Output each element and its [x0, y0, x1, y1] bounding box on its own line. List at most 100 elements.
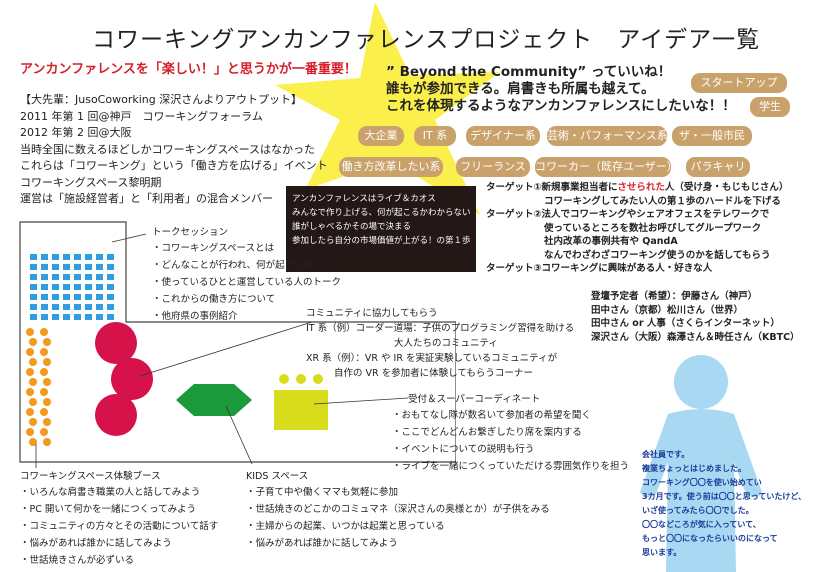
info-line: 当時全国に数えるほどしかコワーキングスペースはなかった: [20, 142, 316, 156]
reception-heading: 受付＆スーパーコーディネート: [408, 394, 541, 405]
booth-dot: [43, 378, 51, 386]
booth-dot: [29, 438, 37, 446]
booth-dot: [29, 398, 37, 406]
beyond-community-message: ” Beyond the Community” っていいね！ 誰もが参加できる。…: [386, 64, 736, 115]
persona-line: コワーキング〇〇を使い始めてい: [642, 478, 762, 487]
seat: [74, 314, 81, 320]
seat: [107, 314, 114, 320]
seat: [85, 254, 92, 260]
booth-dot: [26, 328, 34, 336]
persona-line: 思います。: [642, 548, 682, 557]
persona-line: 3カ月です。使う前は〇〇と思っていたけど、: [642, 492, 806, 501]
person-head: [674, 355, 728, 409]
booth-dot: [26, 428, 34, 436]
seat: [41, 254, 48, 260]
info-line: これらは「コワーキング」という「働き方を広げる」イベント: [20, 159, 328, 172]
booth-dots: [26, 328, 51, 446]
seat: [41, 314, 48, 320]
seat: [30, 264, 37, 270]
target-3: ターゲット③コワーキングに興味がある人・好きな人: [486, 263, 713, 274]
seat: [63, 274, 70, 280]
tag-workstyle-reform: 働き方改革したい系: [339, 157, 443, 177]
info-line: 【大先輩：JusoCoworking 深沢さんよりアウトプット】: [20, 93, 302, 106]
seat: [41, 304, 48, 310]
tag-startup: スタートアップ: [691, 73, 787, 93]
booth-dot: [40, 348, 48, 356]
seat: [63, 254, 70, 260]
seat: [41, 294, 48, 300]
kids-item: ・主婦からの起業、いつかは起業と思っている: [246, 521, 445, 532]
targets-list: ターゲット①新規事業担当者にさせられた人（受け身・もじもじさん） コワーキングし…: [486, 181, 788, 276]
seat: [96, 294, 103, 300]
background-info: 【大先輩：JusoCoworking 深沢さんよりアウトプット】 2011 年第…: [20, 92, 328, 208]
persona-line: もっと〇〇になったらいいのになって: [642, 534, 778, 543]
target-2-detail: 社内改革の事例共有や QandA: [544, 236, 678, 247]
booth-dot: [40, 388, 48, 396]
info-line: 運営は「施設経営者」と「利用者」の混合メンバー: [20, 192, 273, 205]
booth-dot: [40, 408, 48, 416]
booth-dot: [29, 418, 37, 426]
seat: [85, 304, 92, 310]
seat: [96, 264, 103, 270]
community-line: XR 系（例）：VR や IR を実証実験しているコミュニティが: [306, 353, 558, 364]
seat: [30, 304, 37, 310]
booth-tables: [95, 322, 153, 436]
booth-dot: [29, 378, 37, 386]
seat: [52, 264, 59, 270]
seat: [96, 254, 103, 260]
seat: [30, 314, 37, 320]
booth-item: ・世話焼きさんが必ずいる: [20, 555, 135, 566]
talk-item: ・これからの働き方について: [152, 294, 276, 305]
seat: [30, 254, 37, 260]
seat: [85, 284, 92, 290]
persona-line: いざ使ってみたら〇〇でした。: [642, 506, 754, 515]
seat: [85, 274, 92, 280]
leader-lines: [35, 233, 409, 468]
reception-area: [274, 374, 328, 430]
booth-item: ・いろんな肩書き職業の人と話してみよう: [20, 487, 201, 498]
seat: [52, 284, 59, 290]
talk-seats: [30, 254, 114, 320]
booth-dot: [29, 358, 37, 366]
tag-designer: デザイナー系: [466, 126, 540, 146]
community-line: 自作の VR を参加者に体験してもらうコーナー: [334, 368, 533, 379]
tag-student: 学生: [750, 97, 790, 117]
seat: [30, 294, 37, 300]
seat: [74, 304, 81, 310]
seat: [96, 284, 103, 290]
persona-line: 複業ちょっとはじめました。: [642, 464, 746, 473]
seat: [85, 314, 92, 320]
tag-general-public: ザ・一般市民: [672, 126, 752, 146]
beyond-line: これを体現するようなアンカンファレンスにしたいな！！: [386, 98, 736, 114]
reception-item: ・ここでどんどんお繋ぎしたり席を案内する: [392, 427, 582, 438]
concept-line: アンカンファレンスはライブ＆カオス: [292, 194, 436, 204]
target-1-emphasis: させられた: [617, 182, 665, 193]
reception-item: ・イベントについての説明も行う: [392, 444, 535, 455]
booth-dot: [26, 408, 34, 416]
seat: [52, 304, 59, 310]
talk-item: ・他府県の事例紹介: [152, 311, 238, 322]
seat: [107, 304, 114, 310]
reception-desk: [274, 390, 328, 430]
persona-line: 会社員です。: [642, 450, 690, 459]
booth-dot: [26, 388, 34, 396]
seat: [63, 264, 70, 270]
persona-comment: 会社員です。 複業ちょっとはじめました。 コワーキング〇〇を使い始めてい 3カ月…: [642, 448, 806, 560]
seat: [30, 284, 37, 290]
speaker-line: 登壇予定者（希望）：伊藤さん（神戸）: [591, 291, 758, 302]
booth-dot: [40, 428, 48, 436]
booth-dot: [40, 328, 48, 336]
info-line: コワーキングスペース黎明期: [20, 175, 162, 189]
seat: [74, 294, 81, 300]
concept-line: 誰がしゃべるかその場で決まる: [292, 222, 412, 232]
seat: [107, 264, 114, 270]
key-message: アンカンファレンスを「楽しい！」と思うかが一番重要！: [20, 62, 357, 77]
booth-dot: [26, 348, 34, 356]
seat: [107, 284, 114, 290]
community-line: コミュニティに協力してもらう: [306, 308, 438, 319]
booth-dot: [43, 438, 51, 446]
reception-item: ・おもてなし隊が数名いて参加者の希望を聞く: [392, 410, 591, 421]
booth-dot: [43, 358, 51, 366]
beyond-line: ” Beyond the Community” っていいね！: [386, 64, 672, 80]
info-line: 2011 年第 1 回@神戸 コワーキングフォーラム: [20, 109, 263, 123]
